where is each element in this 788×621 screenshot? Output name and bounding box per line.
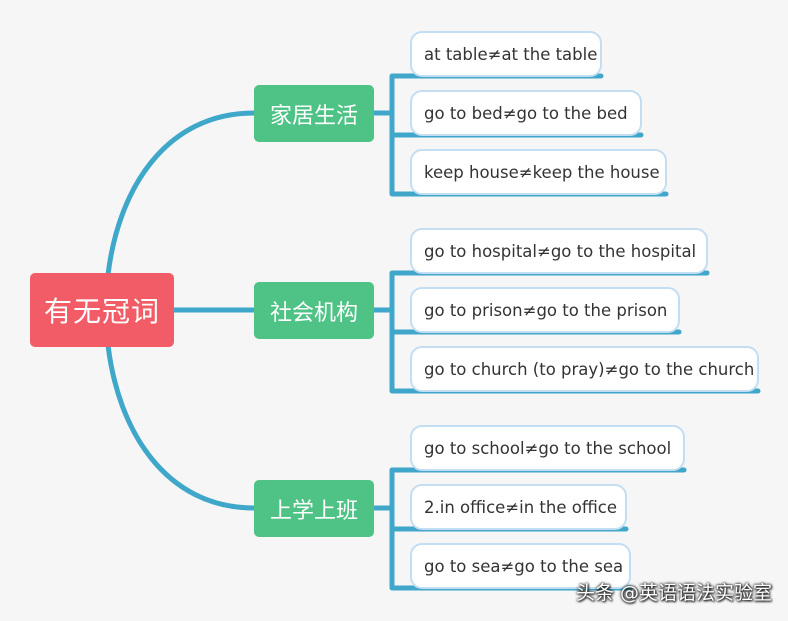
- leaf-keep-house: keep house≠keep the house: [410, 149, 667, 195]
- branch-node-social-institutions: 社会机构: [254, 282, 374, 339]
- leaf-go-to-hospital: go to hospital≠go to the hospital: [410, 228, 708, 274]
- leaf-in-office: 2.in office≠in the office: [410, 484, 627, 530]
- leaf-go-to-sea: go to sea≠go to the sea: [410, 543, 631, 589]
- root-node: 有无冠词: [30, 273, 174, 347]
- leaf-go-to-school: go to school≠go to the school: [410, 425, 685, 471]
- branch-node-home-life: 家居生活: [254, 85, 374, 142]
- watermark: 头条 @英语语法实验室: [575, 582, 772, 604]
- root-connector-bottom: [105, 342, 257, 511]
- leaf-go-to-church: go to church (to pray)≠go to the church: [410, 346, 759, 392]
- leaf-go-to-bed: go to bed≠go to the bed: [410, 90, 642, 136]
- root-connector-top: [105, 110, 257, 278]
- leaf-at-table: at table≠at the table: [410, 31, 602, 77]
- branch-node-school-work: 上学上班: [254, 480, 374, 537]
- leaf-go-to-prison: go to prison≠go to the prison: [410, 287, 680, 333]
